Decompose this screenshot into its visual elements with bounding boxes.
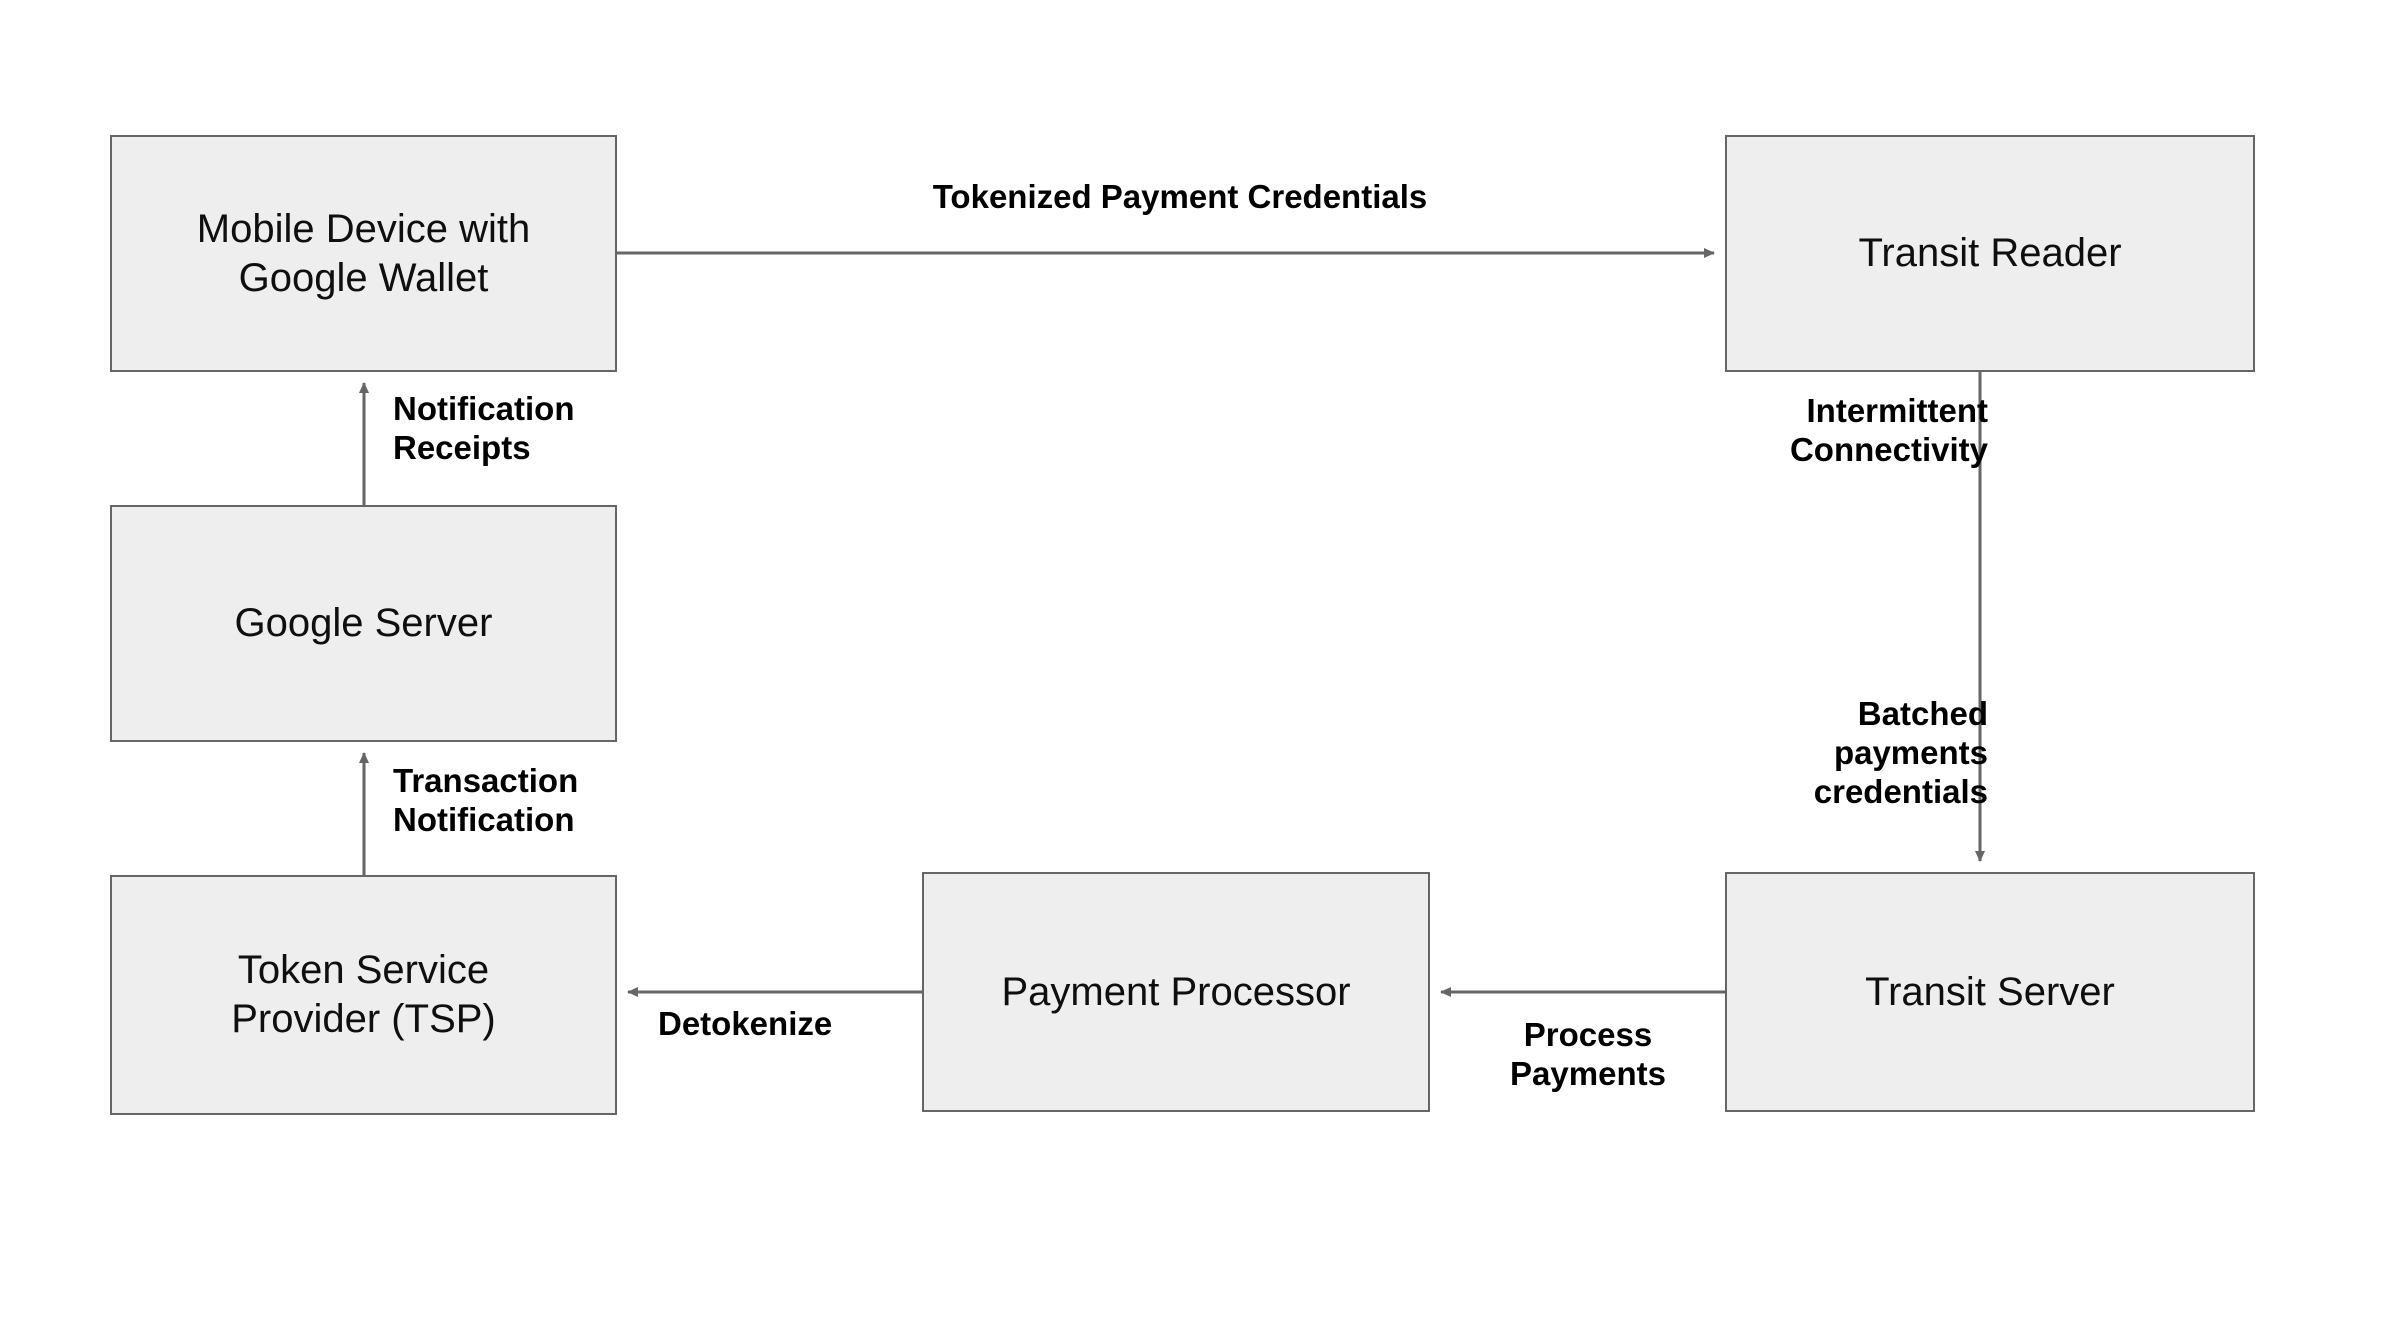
- edge-label-process-payments: Process Payments: [1510, 1016, 1666, 1092]
- edge-label-batched-payments-credentials: Batched payments credentials: [1813, 695, 1988, 810]
- edge-label-tokenized-payment-credentials: Tokenized Payment Credentials: [932, 178, 1428, 215]
- edge-label-detokenize: Detokenize: [658, 1005, 833, 1042]
- node-transit-server[interactable]: Transit Server: [1725, 872, 2255, 1112]
- node-payment-processor-label: Payment Processor: [1001, 969, 1351, 1014]
- node-transit-server-label: Transit Server: [1865, 969, 2115, 1014]
- node-token-service-provider[interactable]: Token Service Provider (TSP): [110, 875, 617, 1115]
- node-transit-reader-label: Transit Reader: [1858, 231, 2122, 276]
- edge-label-transaction-notification: Transaction Notification: [393, 762, 579, 838]
- node-google-server[interactable]: Google Server: [110, 505, 617, 742]
- node-transit-reader[interactable]: Transit Reader: [1725, 135, 2255, 372]
- node-token-service-provider-label: Token Service Provider (TSP): [231, 948, 496, 1041]
- edge-label-intermittent-connectivity: Intermittent Connectivity: [1789, 392, 1988, 468]
- node-mobile-device[interactable]: Mobile Device with Google Wallet: [110, 135, 617, 372]
- edge-label-notification-receipts: Notification Receipts: [393, 390, 575, 466]
- node-google-server-label: Google Server: [234, 601, 493, 646]
- node-mobile-device-label: Mobile Device with Google Wallet: [196, 206, 531, 300]
- node-payment-processor[interactable]: Payment Processor: [922, 872, 1430, 1112]
